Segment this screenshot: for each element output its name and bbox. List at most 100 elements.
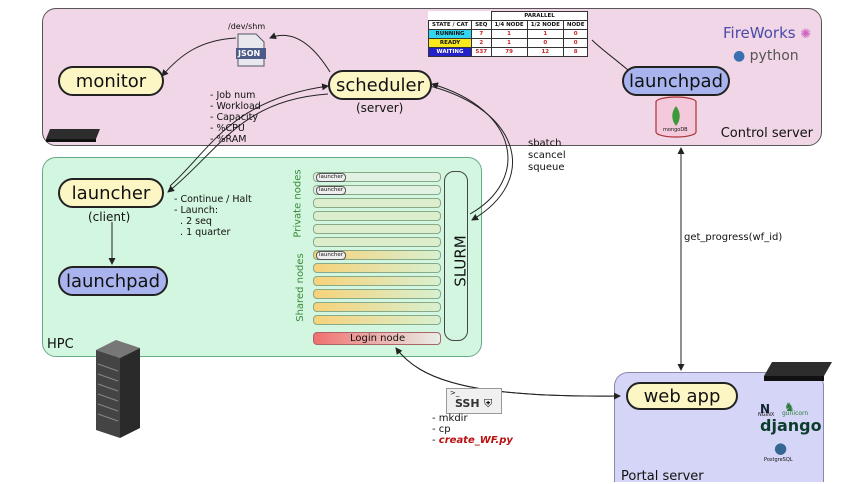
parallel-header: PARALLEL (490, 11, 589, 21)
value-cell: 0 (562, 29, 589, 39)
control-server-label: Control server (720, 126, 813, 141)
launch-note: - Continue / Halt - Launch: . 2 seq . 1 … (174, 194, 252, 238)
ssh-commands: - mkdir - cp - create_WF.py (432, 413, 513, 446)
scheduler-node: scheduler (328, 70, 432, 100)
state-cell: WAITING (427, 47, 473, 57)
hpc-rack-icon (88, 340, 144, 440)
shared-node: launcher (313, 250, 441, 260)
json-file: /dev/shm JSON (228, 22, 272, 67)
value-cell: 12 (526, 47, 564, 57)
python-label: python (749, 48, 799, 64)
value-cell: 2 (471, 38, 492, 48)
ssh-icon: >_ SSH ⛨ (446, 388, 502, 414)
private-node (313, 198, 441, 208)
col-header: SEQ (471, 20, 492, 30)
value-cell: 537 (471, 47, 492, 57)
shield-icon: ⛨ (484, 397, 493, 410)
gunicorn-icon: ♞ (784, 400, 795, 414)
col-header: 1/2 NODE (526, 20, 564, 30)
state-cell: RUNNING (427, 29, 473, 39)
monitor-label: monitor (75, 70, 147, 92)
web-app-label: web app (643, 385, 721, 407)
slurm-box (444, 171, 468, 341)
json-to-monitor-arrow (161, 37, 237, 77)
python-logo: ● python (733, 48, 799, 64)
shared-nodes-label: Shared nodes (294, 253, 306, 322)
shared-node (313, 302, 441, 312)
shared-node (313, 263, 441, 273)
mongodb-leaf-icon (672, 106, 680, 126)
value-cell: 1 (490, 29, 528, 39)
launchpad-to-table-line (591, 39, 629, 71)
state-cell: READY (427, 38, 473, 48)
value-cell: 7 (471, 29, 492, 39)
json-label: JSON (238, 49, 261, 58)
gunicorn-logo: ♞ gunicorn (782, 396, 808, 417)
slurm-cmd: scancel (528, 150, 566, 161)
portal-server-label: Portal server (621, 469, 704, 484)
launch-line: - Continue / Halt (174, 194, 252, 205)
slurm-to-scheduler-arrow (431, 82, 509, 215)
private-node: launcher (313, 172, 441, 182)
scheduler-to-slurm-arrow (429, 85, 513, 221)
slurm-label: SLURM (451, 235, 470, 287)
fireworks-label: FireWorks (723, 24, 796, 42)
private-nodes-label: Private nodes (292, 169, 304, 238)
node-launcher-tag: launcher (316, 251, 347, 260)
col-header: NODE (562, 20, 589, 30)
control-server-hardware-icon (44, 128, 102, 142)
launcher-label: launcher (71, 182, 151, 204)
ssh-cmd: - cp (432, 424, 451, 435)
value-cell: 1 (490, 38, 528, 48)
launcher-sub-label: (client) (88, 210, 131, 224)
launcher-to-scheduler-arrow (169, 83, 329, 187)
web-app-node: web app (626, 382, 738, 410)
metrics-line: - Job num (210, 90, 256, 101)
get-progress-label: get_progress(wf_id) (684, 232, 783, 243)
slurm-commands: sbatch scancel squeue (528, 138, 566, 174)
private-node (313, 224, 441, 234)
django-logo: django (760, 416, 822, 435)
value-cell: 0 (562, 38, 589, 48)
ssh-arrow-right (395, 347, 621, 400)
scheduler-sub-label: (server) (356, 101, 404, 115)
fireworks-logo: FireWorks ✺ (723, 24, 811, 42)
launch-line: - Launch: (174, 205, 219, 216)
login-node-label: Login node (350, 333, 406, 344)
launchpad-hpc-node: launchpad (58, 266, 168, 296)
nginx-icon: N (760, 402, 771, 416)
launchpad-control-node: launchpad (622, 66, 730, 96)
launch-line: . 1 quarter (174, 227, 231, 238)
launchpad-label: launchpad (628, 70, 724, 92)
mongodb-database: mongoDB (652, 96, 700, 138)
shared-node (313, 276, 441, 286)
node-launcher-tag: launcher (316, 186, 347, 195)
python-snake-icon: ● (733, 48, 746, 64)
shared-node (313, 315, 441, 325)
metrics-note: - Job num - Workload - Capacity - %CPU -… (210, 90, 261, 145)
private-node (313, 237, 441, 247)
private-node (313, 211, 441, 221)
slurm-cmd: squeue (528, 162, 565, 173)
launchpad-hpc-label: launchpad (65, 270, 161, 292)
slurm-cmd: sbatch (528, 138, 562, 149)
col-header: STATE / CAT (427, 20, 473, 30)
gunicorn-label: gunicorn (782, 410, 809, 417)
ssh-label: SSH (455, 397, 480, 410)
value-cell: 8 (562, 47, 589, 57)
postgresql-logo: ● PostgreSQL (764, 438, 793, 463)
postgresql-elephant-icon: ● (774, 439, 788, 457)
launcher-node: launcher (58, 178, 164, 208)
launch-line: . 2 seq (174, 216, 212, 227)
scheduler-label: scheduler (335, 74, 425, 96)
col-header: 1/4 NODE (490, 20, 528, 30)
metrics-line: - %CPU (210, 123, 245, 134)
metrics-line: - Capacity (210, 112, 258, 123)
postgresql-label: PostgreSQL (764, 457, 793, 463)
node-launcher-tag: launcher (316, 173, 347, 182)
nginx-label: NGINX (758, 412, 775, 418)
value-cell: 1 (526, 29, 564, 39)
metrics-line: - Workload (210, 101, 261, 112)
terminal-prompt-icon: >_ (450, 389, 460, 397)
mongodb-label: mongoDB (663, 127, 688, 133)
